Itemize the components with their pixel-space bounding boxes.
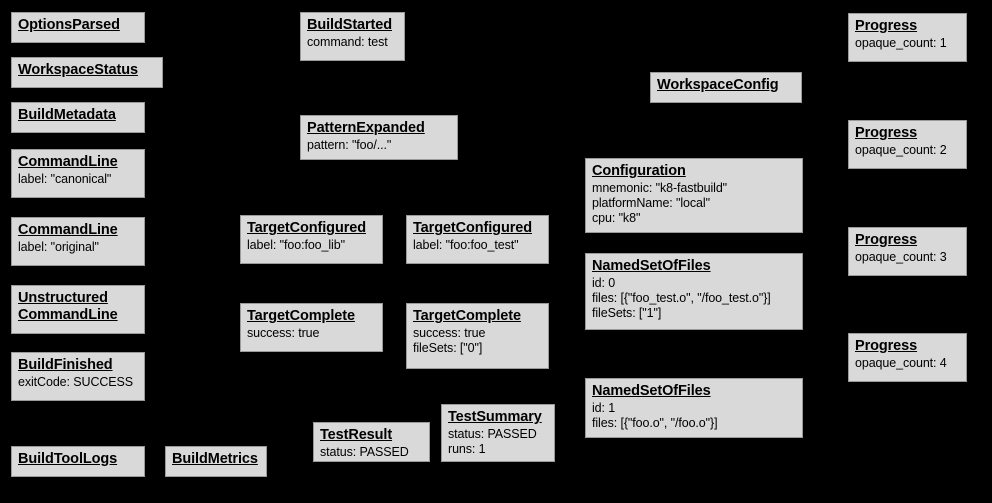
node-fields: pattern: "foo/..." — [307, 138, 451, 153]
node-field: opaque_count: 3 — [855, 249, 947, 264]
node-title: NamedSetOfFiles — [592, 383, 711, 399]
node-field: exitCode: SUCCESS — [18, 374, 134, 389]
node-title: OptionsParsed — [18, 17, 120, 33]
node-field: files: [{"foo.o", "/foo.o"}] — [592, 416, 718, 431]
node-fields: label: "foo:foo_lib" — [247, 238, 376, 253]
node-field: label: "original" — [18, 239, 99, 254]
node-fields: label: "foo:foo_test" — [413, 238, 542, 253]
node-title: TestResult — [320, 427, 393, 443]
node-title: WorkspaceStatus — [18, 62, 138, 78]
node-field: status: PASSED — [448, 426, 537, 441]
node-field: opaque_count: 2 — [855, 142, 947, 157]
node-field: mnemonic: "k8-fastbuild" — [592, 180, 728, 195]
node-title: TargetConfigured — [413, 220, 532, 236]
node-title: BuildFinished — [18, 357, 113, 373]
node-unstructured-command-line[interactable]: Unstructured CommandLine — [11, 285, 145, 334]
node-workspace-status[interactable]: WorkspaceStatus — [11, 57, 163, 88]
node-field: command: test — [307, 34, 388, 49]
node-field: fileSets: ["1"] — [592, 306, 662, 321]
node-field: id: 0 — [592, 275, 616, 290]
node-title: TargetComplete — [247, 308, 355, 324]
node-title: TargetComplete — [413, 308, 521, 324]
node-field: fileSets: ["0"] — [413, 341, 483, 356]
node-field: label: "canonical" — [18, 171, 112, 186]
node-fields: opaque_count: 3 — [855, 250, 960, 265]
node-title: BuildMetrics — [172, 451, 258, 467]
node-field: opaque_count: 4 — [855, 355, 947, 370]
node-title: PatternExpanded — [307, 120, 425, 136]
node-fields: exitCode: SUCCESS — [18, 375, 138, 390]
node-field: runs: 1 — [448, 442, 486, 457]
node-fields: command: test — [307, 35, 398, 50]
node-fields: label: "canonical" — [18, 172, 138, 187]
node-workspace-config[interactable]: WorkspaceConfig — [650, 72, 802, 103]
node-title: CommandLine — [18, 154, 118, 170]
node-title: Configuration — [592, 163, 686, 179]
node-title: NamedSetOfFiles — [592, 258, 711, 274]
node-field: files: [{"foo_test.o", "/foo_test.o"}] — [592, 291, 771, 306]
node-title: Progress — [855, 338, 918, 354]
node-title: Progress — [855, 18, 918, 34]
node-title: Progress — [855, 125, 918, 141]
node-build-metadata[interactable]: BuildMetadata — [11, 102, 145, 133]
node-title: TargetConfigured — [247, 220, 366, 236]
node-title: WorkspaceConfig — [657, 77, 779, 93]
node-title: Progress — [855, 232, 918, 248]
node-fields: label: "original" — [18, 240, 138, 255]
node-title: BuildToolLogs — [18, 451, 118, 467]
node-build-tool-logs[interactable]: BuildToolLogs — [11, 446, 145, 477]
node-field: platformName: "local" — [592, 196, 710, 211]
node-title: CommandLine — [18, 222, 118, 238]
node-field: label: "foo:foo_lib" — [247, 237, 345, 252]
node-field: success: true — [413, 325, 486, 340]
node-build-metrics[interactable]: BuildMetrics — [165, 446, 267, 477]
node-title: TestSummary — [448, 409, 542, 425]
node-title: Unstructured CommandLine — [18, 290, 118, 323]
node-fields: opaque_count: 1 — [855, 36, 960, 51]
node-field: label: "foo:foo_test" — [413, 237, 519, 252]
node-title: BuildStarted — [307, 17, 393, 33]
node-field: pattern: "foo/..." — [307, 137, 392, 152]
node-field: id: 1 — [592, 400, 616, 415]
node-title: BuildMetadata — [18, 107, 116, 123]
node-field: status: PASSED — [320, 444, 409, 459]
node-options-parsed[interactable]: OptionsParsed — [11, 12, 145, 43]
node-fields: status: PASSED — [320, 445, 423, 460]
node-field: success: true — [247, 325, 320, 340]
node-fields: opaque_count: 2 — [855, 143, 960, 158]
node-field: opaque_count: 1 — [855, 35, 947, 50]
node-fields: mnemonic: "k8-fastbuild"platformName: "l… — [592, 181, 796, 227]
node-fields: opaque_count: 4 — [855, 356, 960, 371]
node-field: cpu: "k8" — [592, 211, 641, 226]
node-fields: success: true — [247, 326, 376, 341]
